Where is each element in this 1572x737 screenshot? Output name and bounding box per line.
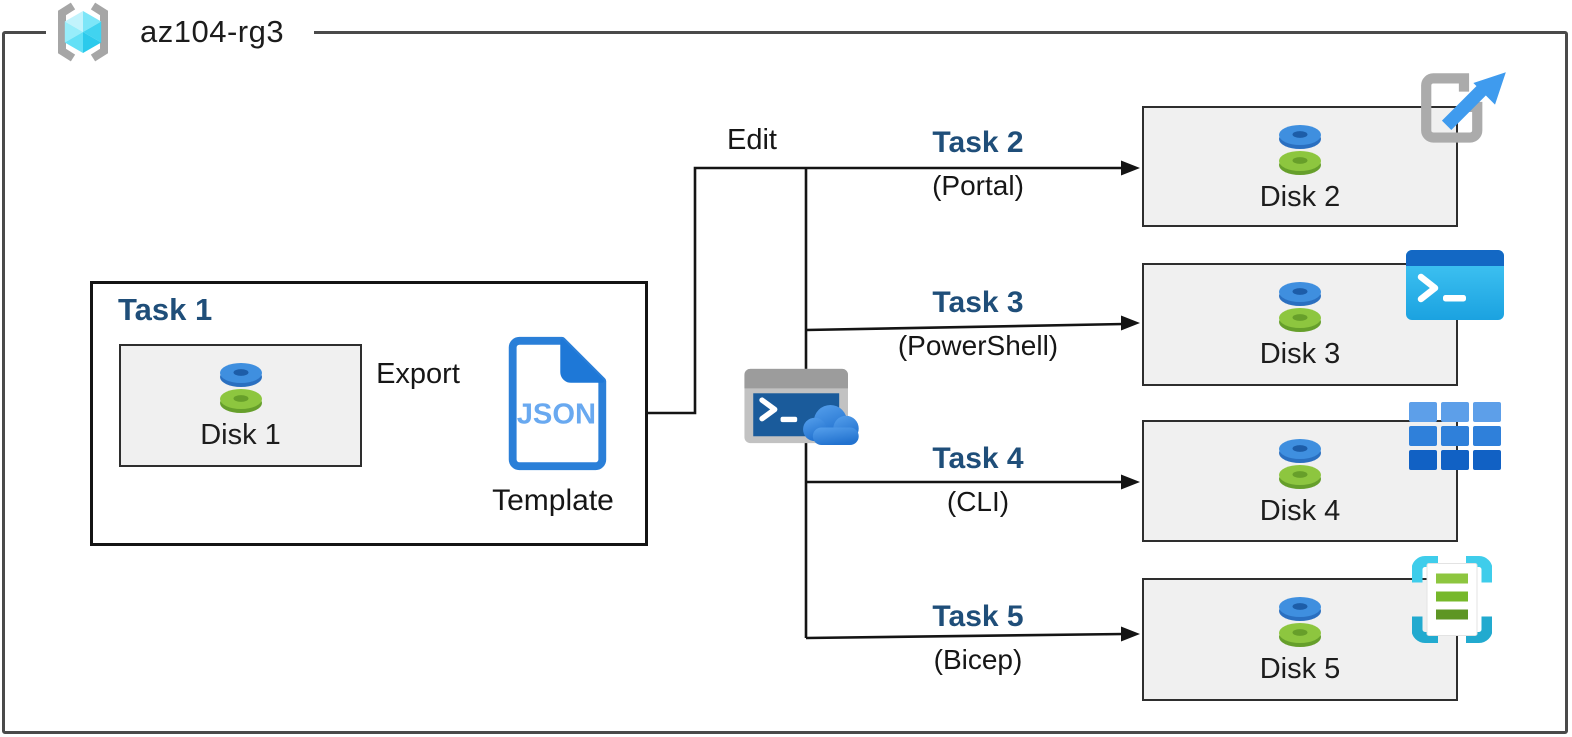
export-label: Export xyxy=(376,358,460,390)
json-doc-text: JSON xyxy=(517,399,596,431)
task2-title: Task 2 xyxy=(932,126,1024,159)
portal-launch-icon xyxy=(1416,66,1514,156)
powershell-icon xyxy=(1406,250,1504,320)
disk2-box: Disk 2 xyxy=(1142,106,1458,227)
task3-method: (PowerShell) xyxy=(897,330,1059,361)
task3-title: Task 3 xyxy=(932,286,1024,319)
disk-icon xyxy=(1267,592,1333,650)
disk-icon xyxy=(1267,277,1333,335)
disk2-label: Disk 2 xyxy=(1259,181,1341,213)
disk1-box: Disk 1 xyxy=(119,344,362,467)
task5-title: Task 5 xyxy=(932,600,1024,633)
edit-label: Edit xyxy=(727,124,777,156)
task4-title: Task 4 xyxy=(932,442,1024,475)
task2-tag: Task 2 (Portal) xyxy=(868,126,1088,204)
task2-method: (Portal) xyxy=(932,170,1024,201)
json-document-icon: JSON xyxy=(497,336,609,471)
disk3-label: Disk 3 xyxy=(1259,338,1341,370)
disk-icon xyxy=(208,358,274,416)
disk5-label: Disk 5 xyxy=(1259,653,1341,685)
task5-tag: Task 5 (Bicep) xyxy=(868,600,1088,678)
task1-title: Task 1 xyxy=(118,292,213,327)
resource-group-name: az104-rg3 xyxy=(140,14,285,49)
disk4-label: Disk 4 xyxy=(1259,495,1341,527)
disk3-box: Disk 3 xyxy=(1142,263,1458,386)
disk4-box: Disk 4 xyxy=(1142,420,1458,542)
disk-icon xyxy=(1267,434,1333,492)
task4-tag: Task 4 (CLI) xyxy=(868,442,1088,520)
resource-group-icon xyxy=(58,2,108,62)
task5-method: (Bicep) xyxy=(933,644,1023,675)
cli-grid-icon xyxy=(1409,402,1501,470)
cloud-shell-icon xyxy=(744,363,866,447)
disk5-box: Disk 5 xyxy=(1142,578,1458,701)
resource-group-header: az104-rg3 xyxy=(46,0,315,64)
bicep-template-icon xyxy=(1412,556,1492,643)
template-label: Template xyxy=(492,484,614,517)
task4-method: (CLI) xyxy=(946,486,1010,517)
disk-icon xyxy=(1267,120,1333,178)
disk1-label: Disk 1 xyxy=(200,419,281,451)
task3-tag: Task 3 (PowerShell) xyxy=(868,286,1088,364)
